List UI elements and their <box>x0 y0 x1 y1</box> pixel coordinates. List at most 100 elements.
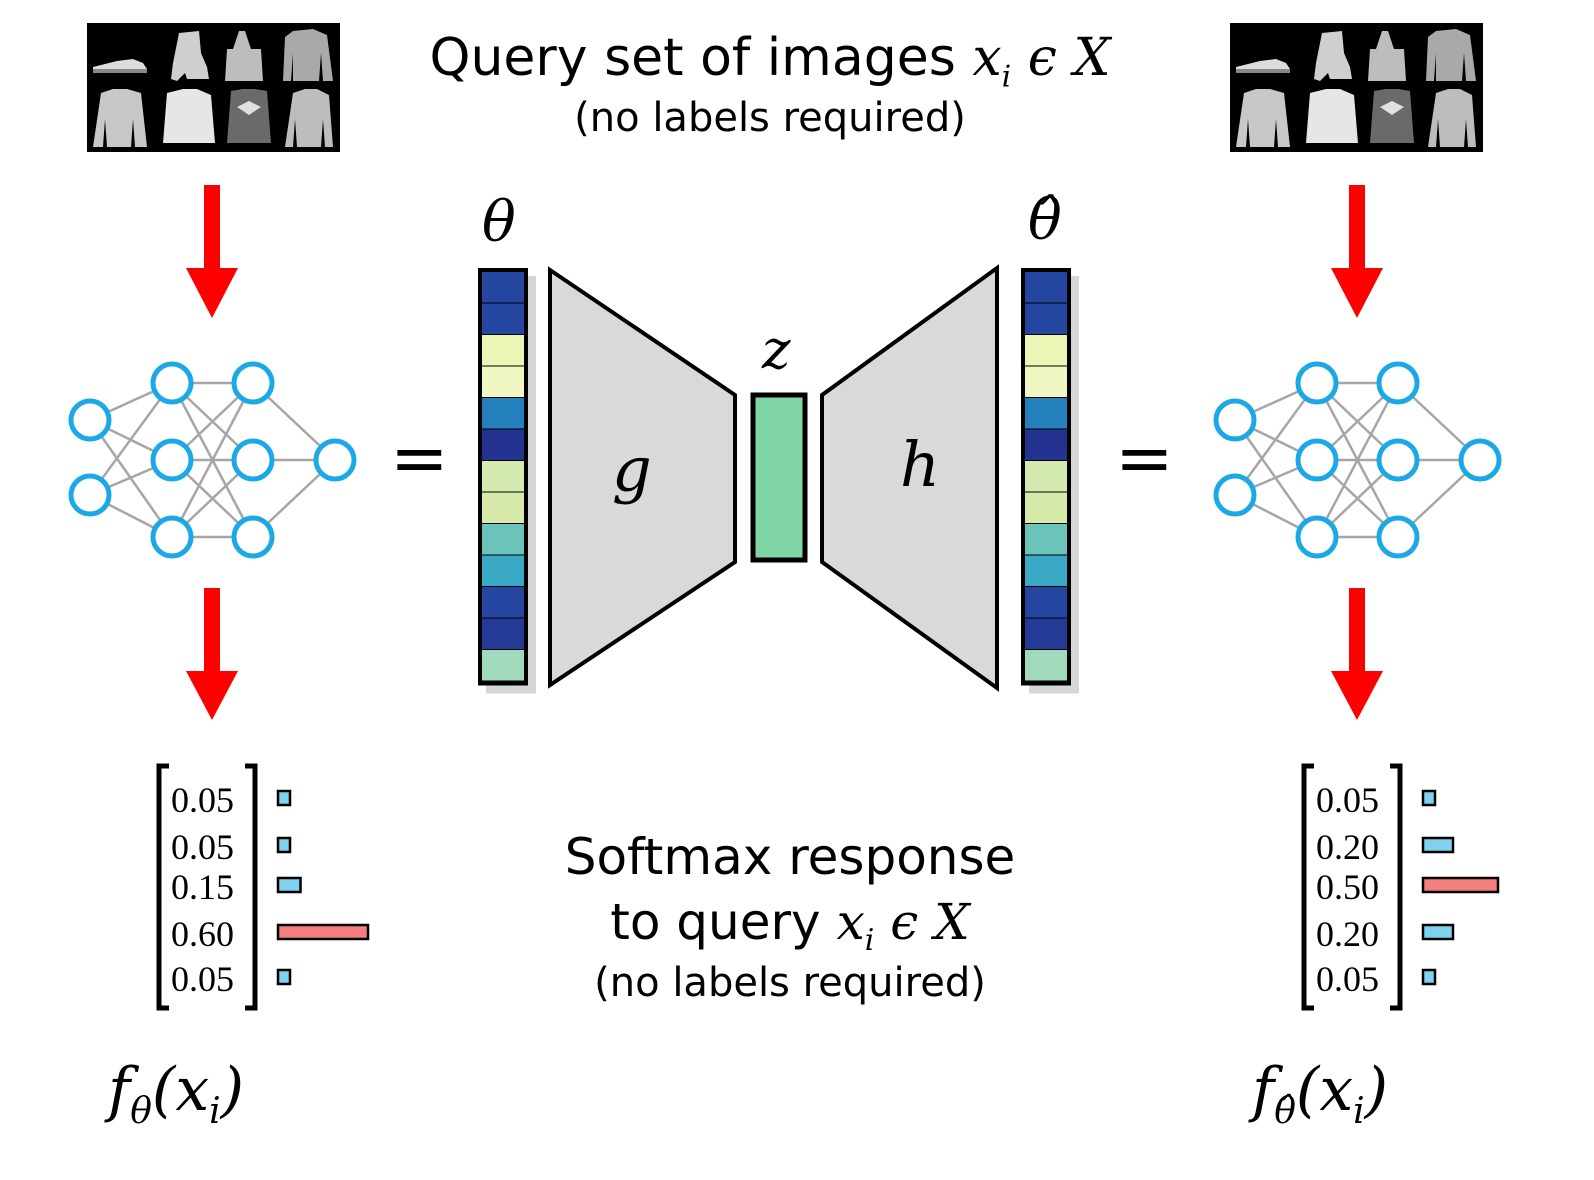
f-theta-hat-arg-sub: i <box>1353 1091 1365 1132</box>
h-label: h <box>900 428 940 501</box>
param-cell <box>482 303 524 334</box>
bracket-right <box>245 763 258 1011</box>
softmax-bar <box>276 876 302 894</box>
image-grid-icon <box>1230 23 1483 152</box>
param-cell <box>482 650 524 681</box>
softmax-math-x: x <box>836 893 865 951</box>
query-math-sub: i <box>1001 59 1012 95</box>
softmax-bar <box>276 968 292 986</box>
nn-neuron <box>231 438 275 482</box>
softmax-value: 0.60 <box>171 914 234 954</box>
param-cell <box>482 618 524 649</box>
softmax-bar <box>1421 968 1437 986</box>
decoder-h <box>820 264 999 692</box>
nn-edge <box>1315 382 1400 538</box>
nn-neuron <box>150 361 194 405</box>
query-title: Query set of images xi ϵ X <box>400 28 1140 107</box>
nn-neuron <box>68 398 112 442</box>
nn-edge <box>88 382 174 496</box>
f-theta-sub: θ <box>130 1091 152 1132</box>
nn-neuron <box>150 515 194 559</box>
softmax-math-rel: ϵ X <box>890 893 970 951</box>
param-cell <box>1025 429 1067 460</box>
softmax-line1: Softmax response <box>564 828 1016 886</box>
nn-neuron <box>1376 361 1420 405</box>
nn-neuron <box>1376 438 1420 482</box>
softmax-value: 0.05 <box>171 959 234 999</box>
softmax-value: 0.05 <box>1316 780 1379 820</box>
f-theta-hat-close: ) <box>1364 1055 1389 1125</box>
softmax-line2: to query xi ϵ X <box>520 893 1060 970</box>
param-cell <box>1025 398 1067 429</box>
nn-neuron <box>1213 398 1257 442</box>
softmax-value: 0.20 <box>1316 914 1379 954</box>
param-cell <box>1025 650 1067 681</box>
param-cell <box>1025 272 1067 303</box>
f-theta-hat-sub: θ̂ <box>1274 1091 1296 1132</box>
f-theta-arg-sub: i <box>209 1091 221 1132</box>
param-cell <box>482 429 524 460</box>
nn-edge <box>1233 382 1319 496</box>
encoder-g <box>548 266 737 689</box>
image-grid-icon <box>87 23 340 152</box>
bracket-right <box>1390 763 1403 1011</box>
bracket-left <box>156 763 169 1011</box>
param-cell <box>482 461 524 492</box>
param-cell <box>482 555 524 586</box>
arrow-down-icon <box>186 185 238 318</box>
arrow-down-icon <box>186 588 238 720</box>
f-theta-hat-label: fθ̂(xi) <box>1252 1055 1388 1147</box>
nn-neuron <box>1213 473 1257 517</box>
nn-neuron <box>1295 361 1339 405</box>
neural-network-icon <box>68 361 357 559</box>
query-images-right <box>1230 23 1483 152</box>
param-cell <box>482 492 524 523</box>
param-cell <box>482 272 524 303</box>
theta-label: θ <box>482 190 516 255</box>
softmax-value: 0.05 <box>171 827 234 867</box>
f-theta-f: f <box>108 1055 131 1125</box>
param-cell <box>1025 335 1067 366</box>
arrow-down-icon <box>1331 185 1383 318</box>
param-cell <box>1025 524 1067 555</box>
query-title-text: Query set of images <box>429 28 956 88</box>
param-cell <box>1025 461 1067 492</box>
param-cell <box>1025 618 1067 649</box>
softmax-bars-right: 0.050.200.500.200.05 <box>1301 763 1500 1011</box>
f-theta-arg: (x <box>151 1055 210 1125</box>
nn-neuron <box>1295 515 1339 559</box>
softmax-value: 0.05 <box>171 780 234 820</box>
softmax-bars-left: 0.050.050.150.600.05 <box>156 763 370 1011</box>
softmax-math-sub: i <box>864 923 875 958</box>
theta-hat-label: θ̂ <box>1028 188 1062 253</box>
param-cell <box>1025 555 1067 586</box>
g-label: g <box>612 433 652 506</box>
param-cell <box>1025 587 1067 618</box>
softmax-bar-max <box>1421 876 1500 894</box>
nn-neuron <box>150 438 194 482</box>
nn-neuron <box>313 438 357 482</box>
softmax-bar <box>1421 789 1437 807</box>
f-theta-hat-f: f <box>1252 1055 1275 1125</box>
query-math-rel: ϵ X <box>1027 28 1111 88</box>
nn-neuron <box>1295 438 1339 482</box>
softmax-bar <box>1421 836 1455 854</box>
softmax-note: (no labels required) <box>594 960 986 1006</box>
f-theta-label: fθ(xi) <box>108 1055 244 1147</box>
param-vector-theta <box>478 268 536 694</box>
f-theta-close: ) <box>220 1055 245 1125</box>
neural-network-icon <box>1213 361 1502 559</box>
softmax-value: 0.50 <box>1316 867 1379 907</box>
z-label: z <box>762 318 791 381</box>
bracket-left <box>1301 763 1314 1011</box>
param-cell <box>1025 366 1067 397</box>
param-cell <box>482 398 524 429</box>
softmax-bar <box>1421 923 1455 941</box>
nn-neuron <box>68 473 112 517</box>
param-cell <box>482 587 524 618</box>
softmax-line2-prefix: to query <box>610 893 821 951</box>
arrow-down-icon <box>1331 588 1383 720</box>
